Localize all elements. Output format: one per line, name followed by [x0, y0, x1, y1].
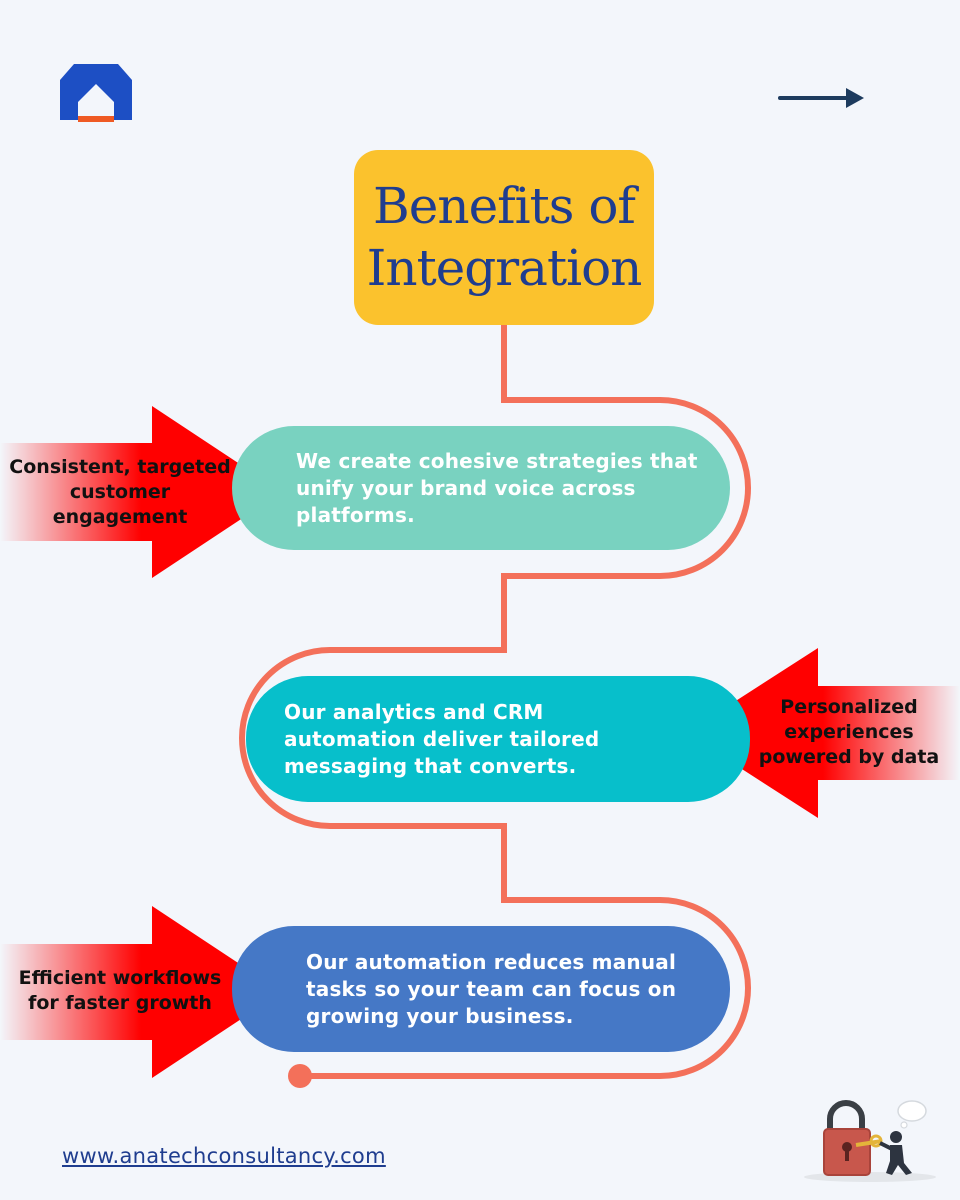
title-line-1: Benefits of — [373, 177, 636, 235]
benefit-1-line-2: customer — [69, 481, 171, 503]
title-line-2: Integration — [366, 238, 643, 297]
arrow-right-icon[interactable] — [776, 84, 868, 112]
pointer-arrow-2 — [686, 648, 960, 818]
anatech-logo-icon — [60, 64, 132, 122]
title-box: Benefits of Integration — [354, 150, 654, 325]
benefit-label-1: Consistent, targeted customer engagement — [0, 455, 240, 530]
benefit-3-line-2: for faster growth — [28, 992, 212, 1014]
benefit-2-line-2: experiences — [784, 721, 914, 743]
pointer-arrow-1 — [0, 406, 282, 578]
step-2-description: Our analytics and CRM automation deliver… — [284, 699, 600, 778]
benefit-label-2: Personalized experiences powered by data — [740, 695, 958, 770]
page-title: Benefits of Integration — [364, 176, 644, 299]
benefit-2-line-1: Personalized — [780, 696, 918, 718]
benefit-1-line-3: engagement — [52, 506, 188, 528]
benefit-label-3: Efficient workflows for faster growth — [0, 966, 240, 1016]
step-1-description: We create cohesive strategies that unify… — [296, 448, 698, 527]
pointer-arrow-3 — [0, 906, 282, 1078]
step-2-card: Our analytics and CRM automation deliver… — [246, 676, 750, 802]
step-1-card: We create cohesive strategies that unify… — [232, 426, 730, 550]
benefit-1-line-1: Consistent, targeted — [9, 456, 231, 478]
step-3-description: Our automation reduces manual tasks so y… — [306, 949, 677, 1028]
winding-connector-line — [239, 322, 751, 1079]
padlock-key-illustration-icon — [804, 1100, 936, 1182]
benefit-3-line-1: Efficient workflows — [18, 967, 222, 989]
website-link[interactable]: www.anatechconsultancy.com — [62, 1144, 386, 1168]
step-3-card: Our automation reduces manual tasks so y… — [232, 926, 730, 1052]
benefit-2-line-3: powered by data — [758, 746, 940, 768]
path-end-dot — [288, 1064, 312, 1088]
